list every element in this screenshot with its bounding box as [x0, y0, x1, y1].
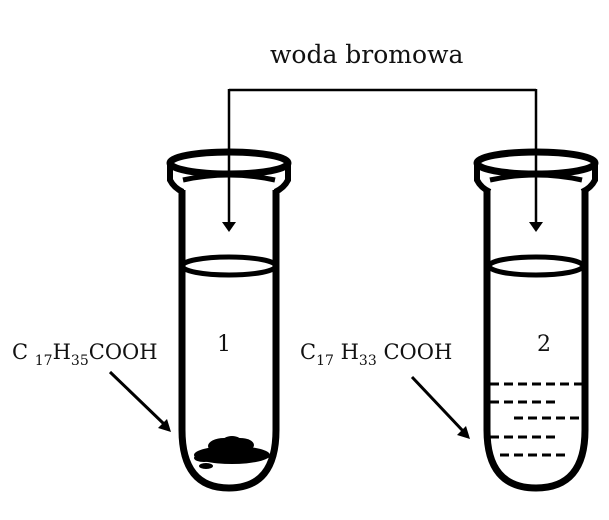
formula-subscript: 33 [358, 353, 377, 369]
tube-2-body [483, 190, 589, 492]
formula-subscript: 17 [34, 353, 53, 369]
formula-subscript: 17 [316, 353, 334, 369]
tube-1-neck-curve [182, 172, 276, 183]
formula-element: C [300, 340, 317, 364]
compound-label-tube-1: C 17H35COOH [12, 340, 158, 369]
arrow-head-tube-2 [529, 222, 543, 232]
formula-element: C [12, 340, 29, 364]
formula-group: COOH [383, 340, 453, 364]
formula-element: H [52, 340, 71, 364]
reagent-label: woda bromowa [270, 40, 464, 69]
tube-1-precipitate [194, 436, 270, 469]
tube-2-liquid-surface [486, 254, 586, 278]
pointer-arrow-1 [108, 370, 171, 432]
arrow-head-tube-1 [222, 222, 236, 232]
tube-1-body [178, 190, 280, 492]
compound-label-tube-2: C17 H33 COOH [300, 340, 452, 369]
tube-2-number: 2 [537, 332, 551, 357]
tube-1-number: 1 [217, 332, 231, 357]
formula-subscript: 35 [70, 353, 89, 369]
formula-element: H [340, 340, 359, 364]
test-tube-2 [473, 148, 599, 492]
tube-2-neck-curve [489, 172, 583, 183]
test-tube-1 [166, 148, 292, 492]
tube-1-liquid-surface [179, 254, 279, 278]
pointer-arrow-2 [410, 375, 470, 439]
tube-2-oil-layers [490, 382, 582, 457]
formula-group: COOH [88, 340, 158, 364]
